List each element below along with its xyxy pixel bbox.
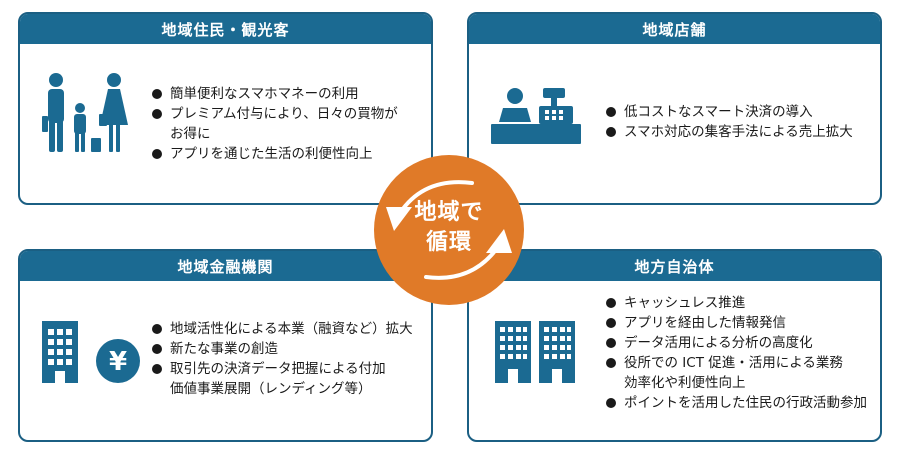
panel-finance-title: 地域金融機関 bbox=[20, 251, 431, 281]
residents-bullet-1: 簡単便利なスマホマネーの利用 bbox=[150, 84, 398, 104]
center-circle bbox=[374, 155, 524, 305]
cashier-icon bbox=[491, 86, 581, 150]
panel-residents-title: 地域住民・観光客 bbox=[20, 14, 431, 44]
family-icon bbox=[38, 68, 138, 162]
finance-bullet-3-cont: 価値事業展開（レンディング等） bbox=[170, 381, 372, 397]
stores-bullet-2: スマホ対応の集客手法による売上拡大 bbox=[604, 122, 853, 142]
center-label: 地域で 循環 bbox=[374, 198, 524, 258]
finance-bullet-1: 地域活性化による本業（融資など）拡大 bbox=[150, 319, 413, 339]
government-bullet-5: ポイントを活用した住民の行政活動参加 bbox=[604, 393, 867, 413]
residents-bullet-3: アプリを通じた生活の利便性向上 bbox=[150, 144, 398, 164]
panel-stores: 地域店舗 低コストなスマート決済の導入 スマホ対応の集客手法による売上拡大 bbox=[467, 12, 882, 205]
center-label-line2: 循環 bbox=[425, 230, 472, 255]
center-label-line1: 地域で bbox=[414, 200, 484, 225]
panel-stores-title: 地域店舗 bbox=[469, 14, 880, 44]
panel-government: 地方自治体 キャッシュレス推進 アプリを経由した情報発信 データ活 bbox=[467, 249, 882, 442]
panel-government-title: 地方自治体 bbox=[469, 251, 880, 281]
cycle-arrows-icon bbox=[386, 180, 512, 280]
government-bullet-4-cont: 効率化や利便性向上 bbox=[624, 375, 746, 391]
residents-bullet-2: プレミアム付与により、日々の買物が bbox=[150, 104, 398, 124]
finance-bullet-3: 取引先の決済データ把握による付加 bbox=[150, 359, 413, 379]
government-bullet-3: データ活用による分析の高度化 bbox=[604, 333, 867, 353]
finance-bullet-2: 新たな事業の創造 bbox=[150, 339, 413, 359]
city-buildings-icon bbox=[495, 321, 579, 387]
government-bullet-1: キャッシュレス推進 bbox=[604, 293, 867, 313]
government-bullet-2: アプリを経由した情報発信 bbox=[604, 313, 867, 333]
svg-text:¥: ¥ bbox=[109, 347, 127, 377]
panel-finance: 地域金融機関 ¥ 地域活性化による本業（融資など）拡大 新たな事業の創造 取引先… bbox=[18, 249, 433, 442]
stores-bullet-1: 低コストなスマート決済の導入 bbox=[604, 102, 853, 122]
center-cycle: 地域で 循環 bbox=[364, 155, 534, 305]
bank-yen-icon: ¥ bbox=[42, 317, 146, 389]
panel-residents: 地域住民・観光客 bbox=[18, 12, 433, 205]
residents-bullet-2-cont: お得に bbox=[170, 126, 211, 142]
government-bullet-4: 役所での ICT 促進・活用による業務 bbox=[604, 353, 867, 373]
